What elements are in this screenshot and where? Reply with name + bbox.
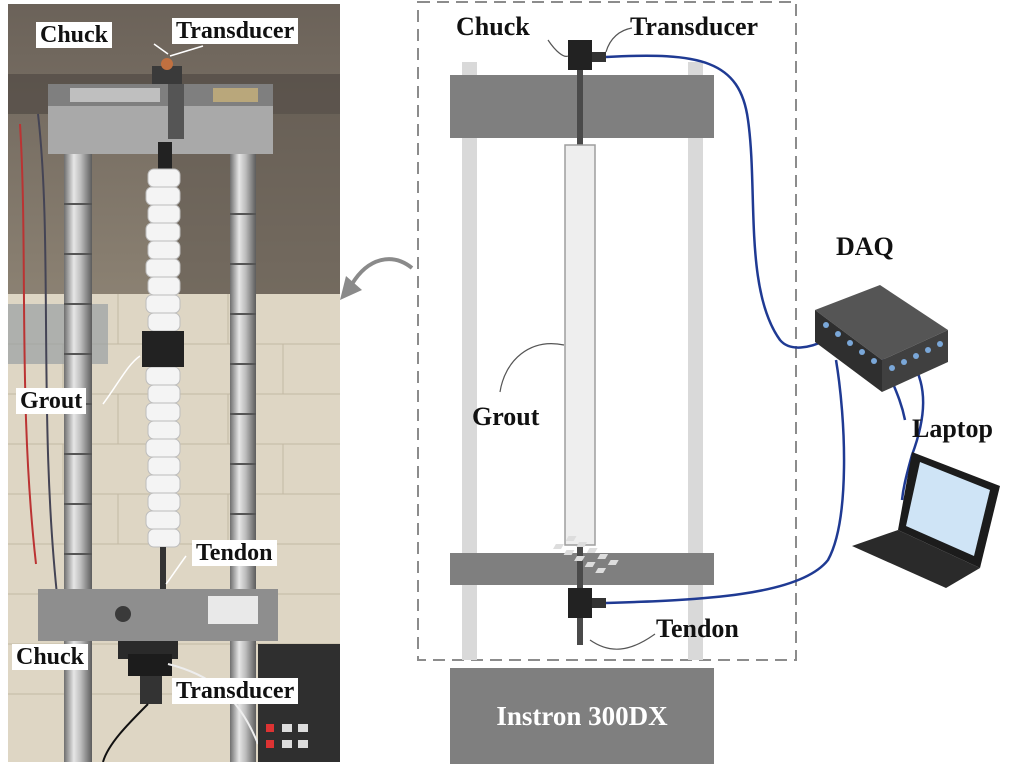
tendon-top xyxy=(577,60,583,150)
schematic-grout-label: Grout xyxy=(472,402,540,431)
schematic-transducer-label: Transducer xyxy=(630,12,759,41)
top-transducer xyxy=(592,52,606,62)
right-column xyxy=(688,62,703,660)
grout-pointer xyxy=(499,343,565,393)
laptop-icon xyxy=(553,452,1000,588)
bottom-chuck xyxy=(568,588,592,618)
photo-transducer-top-label: Transducer xyxy=(172,18,299,45)
instron-machine-label: Instron 300DX xyxy=(496,700,668,731)
schematic-daq-label: DAQ xyxy=(836,232,894,261)
top-chuck xyxy=(568,40,592,70)
pointer-arrow xyxy=(350,257,414,286)
schematic-laptop-label: Laptop xyxy=(912,414,993,443)
schematic-tendon-label: Tendon xyxy=(656,614,739,643)
photo-chuck-bottom-label: Chuck xyxy=(12,644,89,671)
tendon-pointer xyxy=(589,633,656,650)
cable-laptop xyxy=(900,354,925,501)
photo-transducer-bottom-label: Transducer xyxy=(172,678,299,705)
left-column xyxy=(462,62,477,660)
photo-chuck-top-label: Chuck xyxy=(36,22,113,49)
transducer-pointer xyxy=(605,27,633,53)
chuck-pointer xyxy=(547,39,569,57)
daq-icon xyxy=(815,285,948,392)
schematic-chuck-label: Chuck xyxy=(456,12,530,41)
cable-top xyxy=(605,54,827,349)
lab-photo: Chuck Transducer Grout Tendon Chuck Tran… xyxy=(8,4,340,762)
photo-tendon-label: Tendon xyxy=(192,540,277,567)
cable-bottom xyxy=(605,359,846,605)
instron-base xyxy=(450,668,714,764)
grout-specimen xyxy=(564,144,596,546)
bottom-transducer xyxy=(592,598,606,608)
pointer-arrow-head xyxy=(340,276,362,300)
test-setup-schematic xyxy=(340,1,1000,764)
test-frame-boundary xyxy=(417,1,797,661)
photo-grout-label: Grout xyxy=(16,388,87,415)
